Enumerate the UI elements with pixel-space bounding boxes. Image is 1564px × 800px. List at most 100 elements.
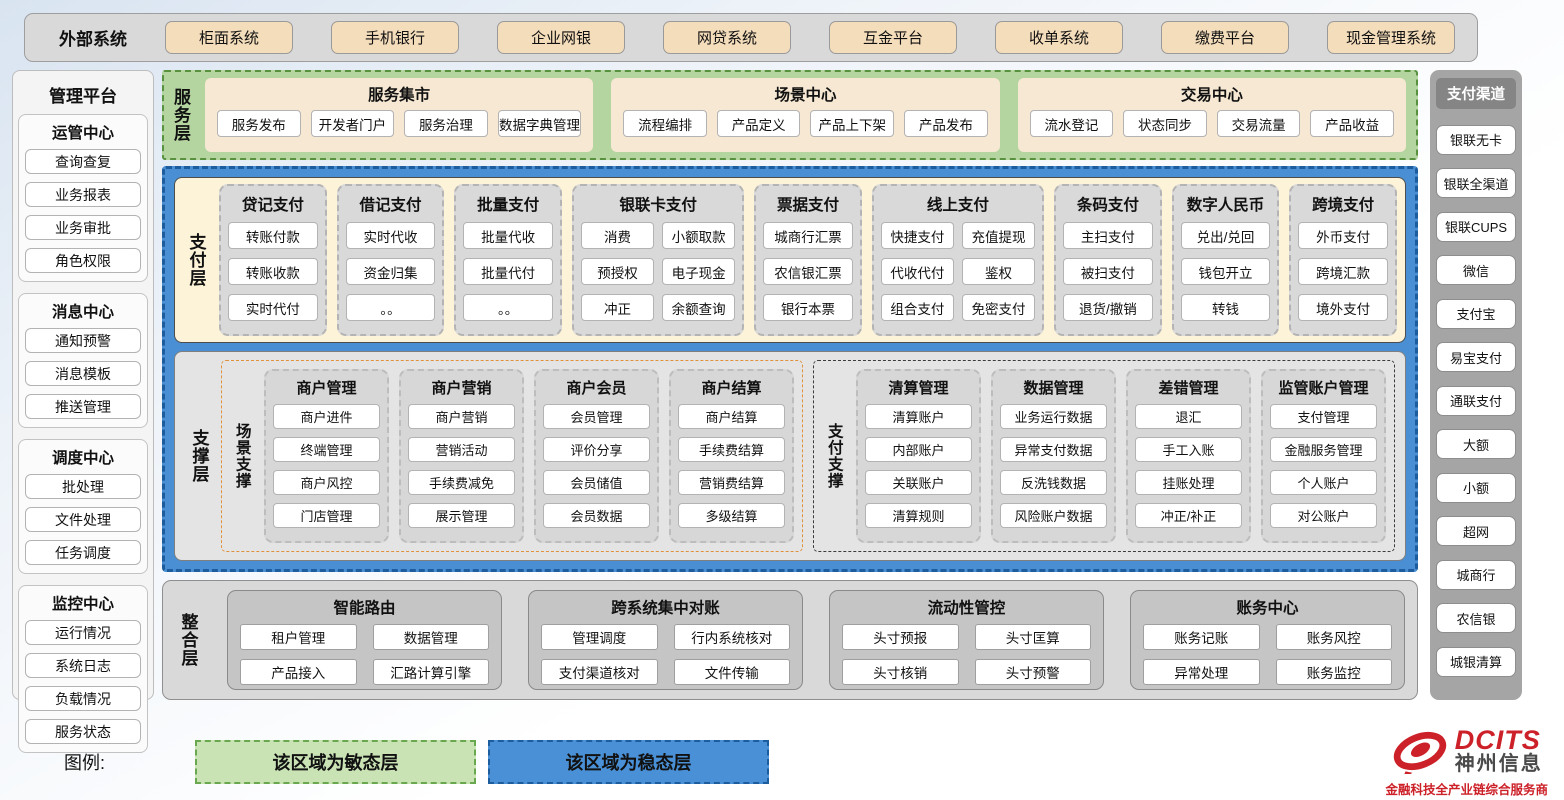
management-section-title: 消息中心 [51,304,114,321]
payment-column: 跨境支付 外币支付 跨境汇款 境外支付 [1289,184,1397,336]
payment-column-title: 跨境支付 [1312,197,1375,214]
integration-groups: 智能路由 租户管理 数据管理 产品接入 汇路计算引擎 [227,590,1405,690]
payment-item-box: 组合支付 [880,294,954,321]
payment-item-box: 转账付款 [228,222,318,249]
integration-item-box: 头寸预报 [842,624,959,650]
support-item-box: 冲正/补正 [1135,503,1242,528]
payment-column-title: 借记支付 [359,197,422,214]
payment-item-box: 充值提现 [961,222,1036,249]
payment-channel-box: 大额 [1436,429,1516,459]
payment-column: 线上支付 快捷支付 充值提现 代收代付 [871,184,1045,336]
support-column-title: 差错管理 [1158,380,1219,397]
payment-item-box: 冲正 [580,294,655,321]
service-group: 场景中心 流程编排 产品定义 产品上下架 产品发布 [611,78,1000,152]
external-system-box: 缴费平台 [1161,21,1289,54]
payment-channel-box: 超网 [1436,516,1516,546]
payment-item-box: 外币支付 [1298,222,1388,249]
support-item-box: 退汇 [1135,404,1242,429]
integration-item-box: 头寸预警 [974,659,1091,685]
payment-channel-box: 银联CUPS [1436,211,1516,242]
support-item-box: 商户营销 [408,404,515,429]
payment-item-box: 钱包开立 [1180,258,1271,285]
management-item-box: 业务报表 [25,182,141,207]
external-system-box: 企业网银 [497,21,625,54]
external-system-box: 现金管理系统 [1327,21,1455,54]
management-section-items: 通知预警 消息模板 推送管理 [25,328,141,419]
payment-column: 批量支付 批量代收 批量代付 。。 [454,184,562,336]
support-region-label: 支付支撑 [825,423,843,489]
support-column-title: 清算管理 [888,380,949,397]
management-section-title: 调度中心 [51,450,114,467]
integration-item-box: 异常处理 [1143,659,1260,685]
support-column-items: 支付管理 金融服务管理 个人账户 对公账户 [1270,404,1377,528]
support-item-box: 评价分享 [543,437,650,462]
payment-column-title: 数字人民币 [1186,197,1265,214]
payment-channel-box: 农信银 [1436,603,1516,633]
management-item-box: 文件处理 [25,507,141,532]
support-item-box: 业务运行数据 [1000,404,1107,429]
support-column-items: 业务运行数据 异常支付数据 反洗钱数据 风险账户数据 [1000,404,1107,528]
support-item-box: 营销费结算 [678,470,785,495]
payment-item-box: 被扫支付 [1063,258,1153,285]
support-layer-panel: 支撑层 场景支撑 商户管理 [174,351,1406,561]
support-item-box: 异常支付数据 [1000,437,1107,462]
payment-item-box: 批量代付 [463,258,553,285]
payment-column-items: 主扫支付 被扫支付 退货/撤销 [1063,222,1153,321]
bottom-row: 图例: 该区域为敏态层 该区域为稳态层 DCITS 神州信息 金融科技全产业链综… [64,726,1554,798]
support-region-columns: 清算管理 清算账户 内部账户 [856,369,1386,543]
management-section: 运管中心 查询查复 业务报表 业务审批 角色权限 [18,114,148,282]
management-item-box: 消息模板 [25,361,141,386]
integration-item-box: 数据管理 [372,624,489,650]
management-item-box: 服务状态 [25,719,141,744]
service-group-title: 场景中心 [774,87,837,104]
payment-channels-panel: 支付渠道 银联无卡 银联全渠道 银联CUPS 微信 支付宝 易宝支付 通联支付 [1430,70,1522,700]
support-item-box: 反洗钱数据 [1000,470,1107,495]
support-item-box: 商户风控 [273,470,380,495]
payment-item-box: 电子现金 [662,258,736,285]
service-layer-label: 服务层 [171,88,190,142]
support-item-box: 内部账户 [865,437,972,462]
integration-item-box: 租户管理 [240,624,357,650]
support-column: 数据管理 业务运行数据 异常支付数据 [991,369,1116,543]
payment-item-box: 实时代付 [228,294,318,321]
support-item-box: 挂账处理 [1135,470,1242,495]
payment-column-items: 消费 小额取款 预授权 电子现金 冲正 [580,222,736,330]
payment-channels-list: 银联无卡 银联全渠道 银联CUPS 微信 支付宝 易宝支付 通联支付 大额 小额 [1436,111,1516,690]
management-section-title: 运管中心 [51,125,114,142]
management-item-box: 业务审批 [25,215,141,240]
integration-item-box: 文件传输 [673,659,790,685]
management-section-items: 运行情况 系统日志 负载情况 服务状态 [25,620,141,744]
payment-item-box: 实时代收 [345,222,436,249]
integration-item-box: 账务记账 [1143,624,1260,650]
payment-item-box: 。。 [345,294,436,321]
payment-column-items: 实时代收 资金归集 。。 [345,222,436,321]
payment-channel-box: 银联无卡 [1436,124,1516,155]
support-item-box: 多级结算 [678,503,785,528]
integration-group-items: 租户管理 数据管理 产品接入 汇路计算引擎 [240,624,489,685]
payment-column-items: 外币支付 跨境汇款 境外支付 [1298,222,1388,321]
support-region-columns: 商户管理 商户进件 终端管理 [264,369,794,543]
legend-stable-box: 该区域为稳态层 [488,740,770,785]
legend-agile-box: 该区域为敏态层 [195,740,477,785]
support-item-box: 商户结算 [678,404,785,429]
payment-item-box: 转钱 [1180,294,1271,321]
external-system-box: 互金平台 [829,21,957,54]
integration-group-items: 账务记账 账务风控 异常处理 账务监控 [1143,624,1392,685]
service-item-box: 流程编排 [623,110,707,137]
support-column: 商户管理 商户进件 终端管理 [264,369,389,543]
support-column: 清算管理 清算账户 内部账户 [856,369,981,543]
payment-item-box: 预授权 [580,258,655,285]
main-area: 服务层 服务集市 服务发布 开发者门户 [162,70,1418,700]
payment-item-box: 免密支付 [961,294,1036,321]
support-column: 差错管理 退汇 手工入账 [1126,369,1251,543]
management-section: 消息中心 通知预警 消息模板 推送管理 [18,293,148,428]
support-item-box: 风险账户数据 [1000,503,1107,528]
payment-column: 贷记支付 转账付款 转账收款 实时代付 [219,184,327,336]
payment-item-box: 农信银汇票 [763,258,853,285]
integration-layer-label: 整合层 [178,613,198,667]
payment-item-box: 代收代付 [880,258,954,285]
payment-column-items: 快捷支付 充值提现 代收代付 鉴权 组合支付 [880,222,1036,330]
support-column-title: 商户营销 [431,380,492,397]
service-layer-groups: 服务集市 服务发布 开发者门户 服务治理 数据字典管理 [205,78,1406,152]
